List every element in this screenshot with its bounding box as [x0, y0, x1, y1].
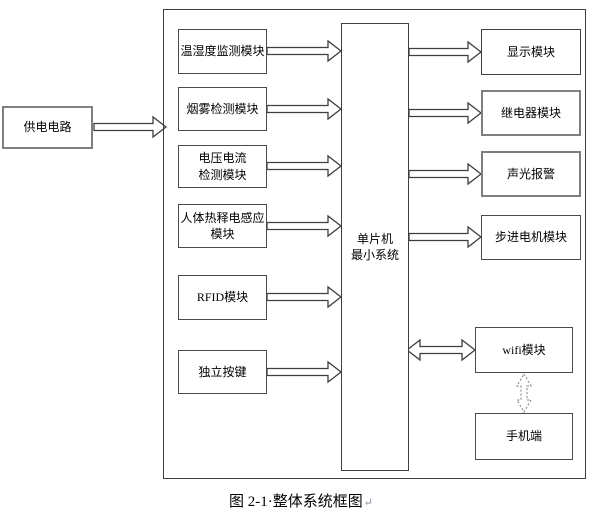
figure-caption-text: 图 2-1·整体系统框图 — [229, 494, 363, 510]
system-boundary-frame — [163, 9, 586, 479]
wifi-label: wifi模块 — [502, 342, 546, 357]
arrow-pir-to-mcu — [266, 214, 343, 238]
mcu-label: 单片机 最小系统 — [350, 231, 399, 262]
input-box-rfid: RFID模块 — [178, 275, 267, 320]
phone-label: 手机端 — [505, 429, 542, 444]
arrow-mcu-to-relay — [408, 101, 483, 125]
phone-box: 手机端 — [475, 413, 573, 460]
power-circuit-box: 供电电路 — [2, 106, 93, 149]
mcu-box: 单片机 最小系统 — [341, 23, 409, 471]
figure-caption: 图 2-1·整体系统框图↵ — [0, 490, 602, 511]
input-label: 电压电流 检测模块 — [198, 151, 247, 182]
arrow-mcu-to-stepper — [408, 225, 483, 249]
input-label: 人体热释电感应 模块 — [180, 210, 265, 241]
arrow-mcu-to-display — [408, 40, 483, 64]
output-label: 继电器模块 — [500, 105, 561, 120]
output-label: 步进电机模块 — [494, 230, 567, 245]
input-box-keys: 独立按键 — [178, 350, 267, 394]
power-circuit-label: 供电电路 — [23, 120, 72, 135]
output-box-alarm: 声光报警 — [481, 151, 581, 197]
output-label: 显示模块 — [506, 44, 555, 59]
input-label: RFID模块 — [196, 290, 249, 305]
arrow-mcu-to-alarm — [408, 162, 483, 186]
input-label: 温湿度监测模块 — [180, 44, 265, 59]
input-box-temp-humidity: 温湿度监测模块 — [178, 29, 267, 74]
arrow-smoke-to-mcu — [266, 97, 343, 121]
output-box-display: 显示模块 — [481, 29, 581, 75]
output-box-relay: 继电器模块 — [481, 90, 581, 136]
wifi-module-box: wifi模块 — [475, 327, 573, 373]
arrow-rfid-to-mcu — [266, 285, 343, 309]
input-label: 烟雾检测模块 — [186, 101, 259, 116]
arrow-keys-to-mcu — [266, 360, 343, 384]
arrow-power-to-system — [93, 115, 168, 139]
output-label: 声光报警 — [506, 166, 555, 181]
input-box-smoke: 烟雾检测模块 — [178, 87, 267, 131]
input-box-pir: 人体热释电感应 模块 — [178, 204, 267, 248]
arrow-volt-current-to-mcu — [266, 154, 343, 178]
arrow-wifi-phone-dashed-bidirectional — [515, 372, 533, 414]
paragraph-mark: ↵ — [363, 497, 373, 509]
output-box-stepper: 步进电机模块 — [481, 215, 581, 260]
arrow-temp-humidity-to-mcu — [266, 39, 343, 63]
arrow-mcu-wifi-bidirectional — [405, 338, 477, 362]
input-label: 独立按键 — [198, 364, 247, 379]
input-box-volt-current: 电压电流 检测模块 — [178, 145, 267, 188]
